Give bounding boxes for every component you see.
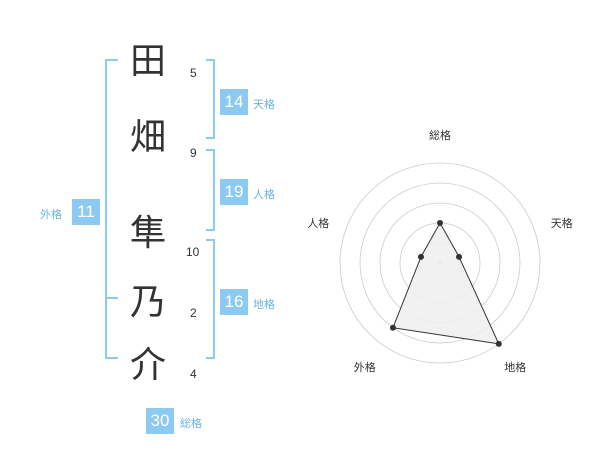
name-char-2: 畑 xyxy=(129,117,166,158)
stroke-count-4: 2 xyxy=(190,306,197,320)
stroke-count-5: 4 xyxy=(190,367,197,381)
gaikaku-value: 11 xyxy=(72,199,100,225)
jinkaku-value: 19 xyxy=(220,179,248,205)
tenkaku-bracket xyxy=(206,59,215,139)
radar-ring xyxy=(339,162,541,364)
soukaku-value: 30 xyxy=(146,408,174,434)
stroke-count-3: 10 xyxy=(186,245,200,259)
tenkaku-label: 天格 xyxy=(253,98,275,111)
radar-axis-label-5: 人格 xyxy=(307,217,330,231)
radar-point-4 xyxy=(389,324,396,331)
radar-point-5 xyxy=(417,253,424,260)
name-char-4: 乃 xyxy=(129,282,166,323)
soukaku-label: 総格 xyxy=(180,417,202,430)
gaikaku-bracket xyxy=(105,59,118,359)
radar-ring xyxy=(359,182,521,344)
jinkaku-label: 人格 xyxy=(253,188,275,201)
name-char-1: 田 xyxy=(129,41,166,82)
gaikaku-label: 外格 xyxy=(40,208,62,221)
stroke-count-1: 5 xyxy=(190,66,197,80)
radar-point-2 xyxy=(456,253,463,260)
radar-axis-label-3: 地格 xyxy=(504,360,527,374)
chikaku-label: 地格 xyxy=(253,298,275,311)
radar-point-3 xyxy=(495,340,502,347)
radar-axis-label-1: 総格 xyxy=(429,129,451,142)
radar-polygon xyxy=(392,221,500,345)
tenkaku-value: 14 xyxy=(220,89,248,115)
stroke-count-2: 9 xyxy=(190,146,197,160)
radar-axis-label-2: 天格 xyxy=(550,217,573,231)
radar-axis-label-4: 外格 xyxy=(353,360,376,374)
jinkaku-bracket xyxy=(206,149,215,231)
radar-point-1 xyxy=(437,220,443,226)
name-char-3: 隼 xyxy=(129,213,166,254)
chikaku-value: 16 xyxy=(220,289,248,315)
name-char-5: 介 xyxy=(129,345,166,386)
chikaku-bracket xyxy=(206,239,215,359)
